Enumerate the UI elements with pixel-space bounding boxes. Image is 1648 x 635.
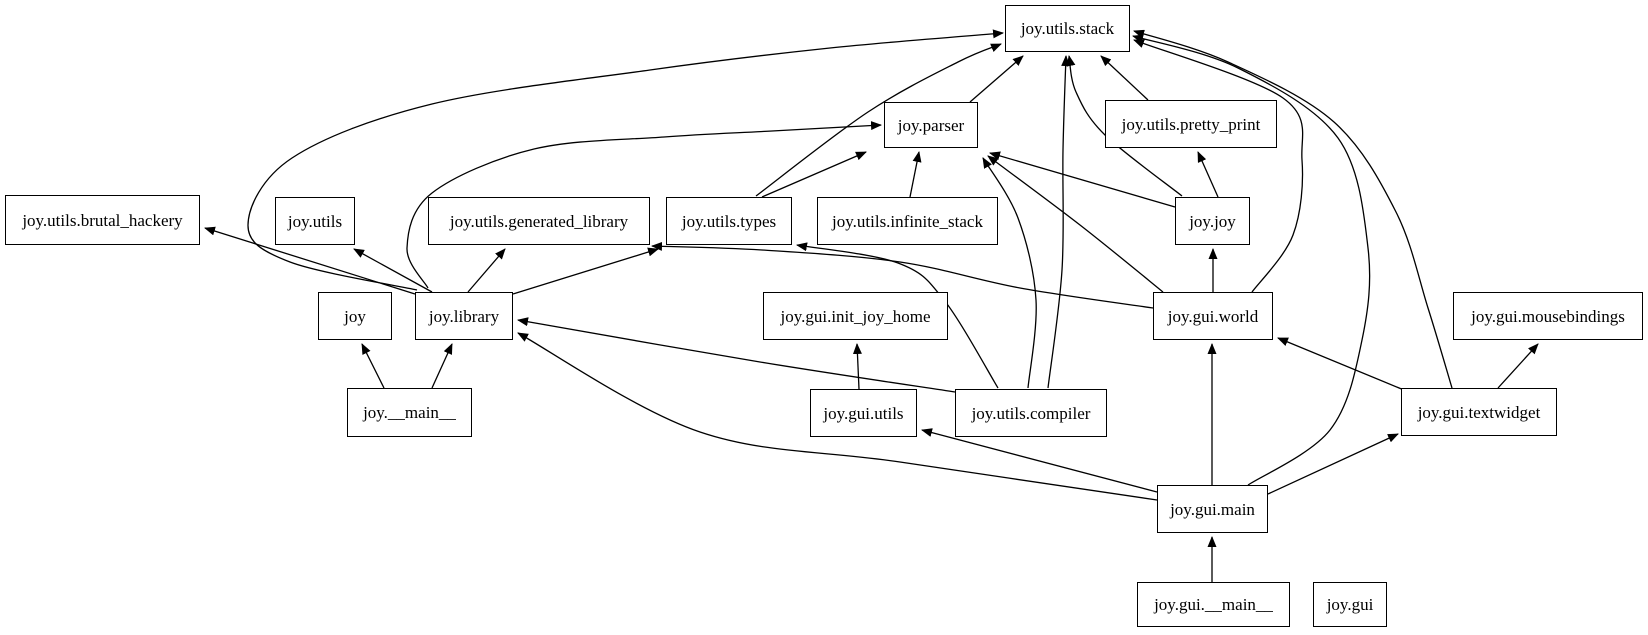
edge-joy-utils-compiler-to-joy-parser (982, 157, 1037, 389)
edge-joy-gui-main-to-joy-gui-utils (921, 428, 1158, 493)
edge-joy-parser-to-joy-utils-stack (969, 55, 1024, 103)
node-label-joy-gui-main: joy.gui.main (1170, 499, 1255, 519)
edge-joy-gui-main-to-joy-gui-textwidget (1267, 433, 1399, 495)
node-label-joy-gui-mousebindings: joy.gui.mousebindings (1471, 306, 1625, 326)
edge-joy-utils-compiler-to-joy-library (517, 317, 956, 393)
edge-joy-library-to-joy-parser (406, 121, 882, 289)
edge-joy-utils-types-to-joy-parser (761, 151, 867, 198)
node-joy: joy (318, 292, 392, 340)
node-label-joy-utils-pretty_print: joy.utils.pretty_print (1121, 114, 1261, 134)
node-label-joy-utils-brutal_hackery: joy.utils.brutal_hackery (22, 210, 183, 230)
node-joy-joy: joy.joy (1175, 197, 1250, 245)
edge-joy-main-to-joy-library (431, 343, 453, 389)
node-label-joy-gui-__main__: joy.gui.__main__ (1154, 595, 1273, 614)
edge-joy-gui-main-to-joy-library (517, 332, 1158, 501)
edge-joy-library-to-joy-utils (353, 248, 433, 293)
edge-joy-library-to-joy-utils-brutal-hackery (204, 226, 416, 295)
node-joy-utils: joy.utils (275, 197, 355, 245)
edge-joy-gui-world-to-joy-parser (987, 155, 1164, 293)
edge-joy-gui-textwidget-to-joy-gui-world (1277, 337, 1405, 391)
node-joy-utils-generated_library: joy.utils.generated_library (428, 197, 650, 245)
node-joy-gui-textwidget: joy.gui.textwidget (1401, 388, 1557, 436)
node-joy-utils-types: joy.utils.types (666, 197, 792, 245)
node-label-joy-utils-infinite_stack: joy.utils.infinite_stack (832, 211, 983, 231)
node-joy-gui-mousebindings: joy.gui.mousebindings (1453, 292, 1643, 340)
node-joy-__main__: joy.__main__ (347, 388, 472, 437)
node-label-joy-utils-generated_library: joy.utils.generated_library (449, 211, 629, 231)
edge-joy-joy-to-joy-parser (989, 151, 1176, 208)
edge-joy-joy-to-joy-utils-stack (1066, 55, 1183, 197)
node-label-joy-parser: joy.parser (897, 115, 965, 135)
edge-joy-main-to-joy (361, 343, 385, 389)
node-label-joy-gui-utils: joy.gui.utils (823, 403, 904, 423)
edge-joy-utils-pretty-print-to-joy-utils-stack (1100, 55, 1149, 101)
node-label-joy-utils-stack: joy.utils.stack (1020, 19, 1115, 38)
edge-joy-gui-utils-to-joy-gui-init-joy-home (852, 343, 862, 390)
edge-joy-gui-textwidget-to-joy-gui-mousebindings (1497, 343, 1539, 389)
edge-joy-library-to-joy-utils-stack (247, 29, 1004, 291)
node-joy-utils-infinite_stack: joy.utils.infinite_stack (817, 197, 998, 245)
edge-joy-gui-world-to-joy-utils-stack (1133, 39, 1304, 293)
edge-joy-utils-compiler-to-joy-utils-types (796, 242, 999, 389)
edge-joy-joy-to-joy-utils-pretty-print (1197, 151, 1219, 198)
node-label-joy-gui-world: joy.gui.world (1167, 306, 1259, 326)
node-label-joy-gui: joy.gui (1326, 595, 1374, 614)
edge-joy-gui-main-to-joy-utils-stack (1132, 34, 1371, 486)
edge-joy-utils-infinite-stack-to-joy-parser (909, 151, 922, 198)
node-label-joy-utils: joy.utils (287, 211, 343, 231)
node-joy-gui-world: joy.gui.world (1153, 292, 1273, 340)
edge-joy-utils-types-to-joy-utils-stack (755, 43, 1002, 197)
node-joy-library: joy.library (415, 292, 513, 340)
node-label-joy-gui-init_joy_home: joy.gui.init_joy_home (780, 306, 931, 326)
node-joy-utils-compiler: joy.utils.compiler (955, 389, 1107, 437)
node-label-joy-library: joy.library (428, 306, 500, 326)
node-label-joy-__main__: joy.__main__ (363, 403, 456, 422)
edge-joy-utils-compiler-to-joy-utils-stack (1047, 55, 1071, 389)
node-joy-utils-stack: joy.utils.stack (1005, 5, 1130, 52)
node-joy-gui-init_joy_home: joy.gui.init_joy_home (763, 292, 948, 340)
node-label-joy-joy: joy.joy (1189, 211, 1236, 231)
node-joy-utils-pretty_print: joy.utils.pretty_print (1105, 100, 1277, 148)
edge-joy-gui-textwidget-to-joy-utils-stack (1133, 29, 1453, 389)
node-label-joy-utils-compiler: joy.utils.compiler (971, 403, 1091, 423)
node-joy-gui-utils: joy.gui.utils (810, 389, 917, 437)
node-joy-gui-__main__: joy.gui.__main__ (1137, 582, 1290, 627)
node-joy-gui-main: joy.gui.main (1157, 485, 1268, 533)
node-joy-utils-brutal_hackery: joy.utils.brutal_hackery (5, 195, 200, 245)
edge-joy-gui-world-to-joy-utils-generated-library (651, 241, 1154, 309)
node-label-joy-gui-textwidget: joy.gui.textwidget (1417, 402, 1541, 422)
edge-joy-library-to-joy-utils-types (512, 247, 659, 295)
node-label-joy: joy (344, 306, 366, 326)
node-label-joy-utils-types: joy.utils.types (681, 211, 777, 231)
edge-joy-library-to-joy-utils-generated-library (467, 248, 506, 293)
node-joy-parser: joy.parser (884, 102, 978, 148)
node-joy-gui: joy.gui (1313, 582, 1387, 627)
edges-group (204, 29, 1539, 582)
